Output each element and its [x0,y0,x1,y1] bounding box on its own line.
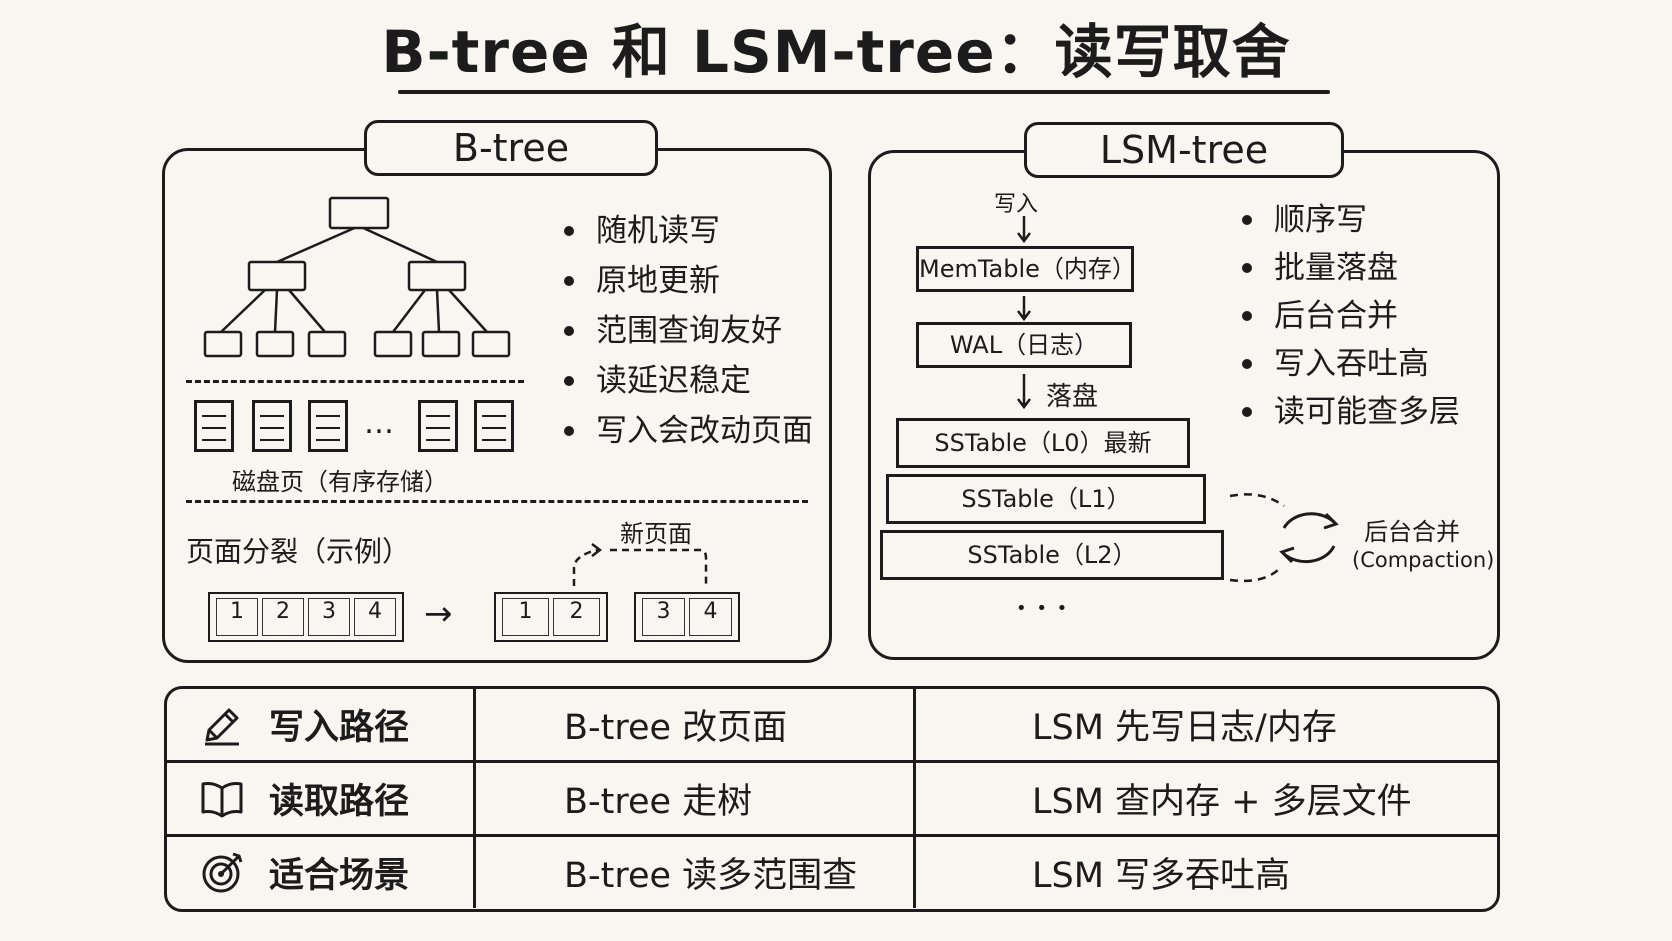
split-label: 页面分裂（示例） [186,535,411,568]
compaction-subtitle: (Compaction) [1352,548,1495,572]
lsm-feature-item: 写入吞吐高 [1238,340,1460,388]
disk-ellipsis: … [364,406,394,441]
page-title: B-tree 和 LSM-tree：读写取舍 [381,18,1291,86]
lsm-feature-item: 读可能查多层 [1238,388,1460,436]
page-key: 1 [216,598,258,636]
flush-label: 落盘 [1046,382,1099,412]
new-page-arrow [572,543,708,586]
compaction-cycle-icon [1229,493,1339,583]
btree-tree-diagram [203,196,511,358]
page-key: 3 [308,598,350,636]
btree-feature-list: 随机读写 原地更新 范围查询友好 读延迟稳定 写入会改动页面 [560,206,813,456]
btree-root-node [328,196,390,230]
new-page-label: 新页面 [620,520,692,548]
comparison-table: 写入路径 B-tree 改页面 LSM 先写日志/内存 读取路径 B-tree … [164,686,1500,912]
btree-feature-item: 随机读写 [560,206,813,256]
page-key: 4 [689,598,732,636]
disk-page [308,400,348,452]
lsm-ellipsis: • • • [1016,598,1070,619]
btree-leaf-node [373,330,413,358]
sstable-level: SSTable（L2） [880,530,1224,580]
sstable-level: SSTable（L1） [886,474,1206,524]
btree-leaf-node [203,330,243,358]
down-arrow-icon [1017,216,1031,244]
btree-leaf-node [255,330,295,358]
btree-feature-item: 读延迟稳定 [560,356,813,406]
lsm-cell: LSM 先写日志/内存 [1032,708,1337,748]
book-icon [201,781,243,817]
down-arrow-icon [1017,374,1031,410]
target-icon [202,852,243,892]
divider [186,500,808,503]
lsm-feature-item: 批量落盘 [1238,244,1460,292]
btree-leaf-node [471,330,511,358]
disk-page [194,400,234,452]
btree-feature-item: 写入会改动页面 [560,406,813,456]
pencil-icon [205,708,239,745]
lsm-feature-item: 后台合并 [1238,292,1460,340]
lsm-cell: LSM 查内存 + 多层文件 [1032,782,1412,822]
table-row: 写入路径 B-tree 改页面 LSM 先写日志/内存 [167,689,1497,760]
row-header: 写入路径 [167,689,476,760]
divider [186,380,524,383]
sstable-level: SSTable（L0）最新 [896,418,1190,468]
table-row: 读取路径 B-tree 走树 LSM 查内存 + 多层文件 [167,763,1497,834]
page-key: 3 [642,598,685,636]
btree-leaf-node [307,330,347,358]
page-key: 2 [553,598,600,636]
btree-inner-node [247,260,307,292]
btree-leaf-node [421,330,461,358]
lsm-panel-label: LSM-tree [1024,122,1344,178]
page-key: 4 [354,598,396,636]
row-label: 写入路径 [269,708,410,748]
btree-feature-item: 范围查询友好 [560,306,813,356]
row-divider [167,834,1497,837]
page-after-split-left: 1 2 [494,592,608,642]
page-before-split: 1 2 3 4 [208,592,404,642]
btree-cell: B-tree 改页面 [476,689,916,760]
wal-box: WAL（日志） [916,322,1132,368]
btree-panel-label: B-tree [364,120,658,176]
down-arrow-icon [1017,296,1031,322]
page-after-split-right: 3 4 [634,592,740,642]
row-label: 适合场景 [269,856,410,896]
btree-feature-item: 原地更新 [560,256,813,306]
compaction-title: 后台合并 [1364,518,1460,546]
btree-inner-node [407,260,467,292]
disk-label: 磁盘页（有序存储） [232,468,448,496]
row-header: 适合场景 [167,837,476,908]
split-arrow: → [424,594,453,634]
row-divider [167,760,1497,763]
lsm-write-label: 写入 [994,192,1039,217]
page-key: 2 [262,598,304,636]
disk-page [418,400,458,452]
title-underline [398,90,1330,94]
row-header: 读取路径 [167,763,476,834]
memtable-box: MemTable（内存） [916,246,1136,292]
lsm-feature-item: 顺序写 [1238,196,1460,244]
disk-page [252,400,292,452]
row-label: 读取路径 [269,782,410,822]
page-key: 1 [502,598,549,636]
lsm-cell: LSM 写多吞吐高 [1032,856,1291,896]
btree-cell: B-tree 读多范围查 [476,837,916,908]
btree-cell: B-tree 走树 [476,763,916,834]
disk-page [474,400,514,452]
lsm-feature-list: 顺序写 批量落盘 后台合并 写入吞吐高 读可能查多层 [1238,196,1460,436]
table-row: 适合场景 B-tree 读多范围查 LSM 写多吞吐高 [167,837,1497,908]
